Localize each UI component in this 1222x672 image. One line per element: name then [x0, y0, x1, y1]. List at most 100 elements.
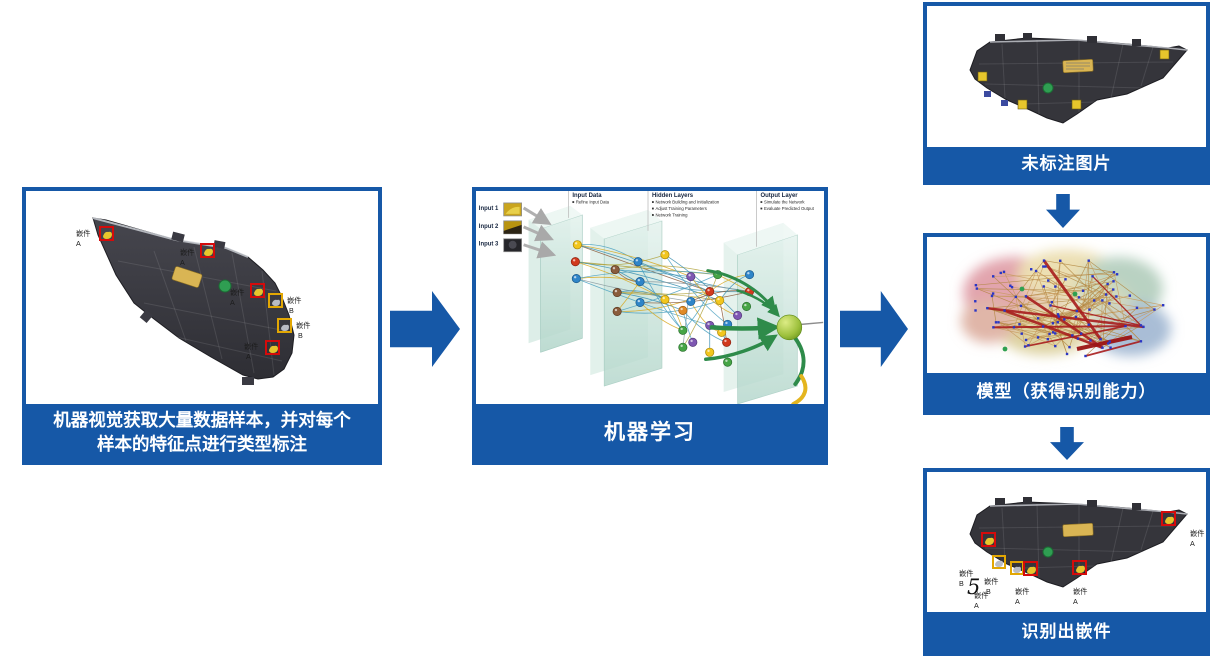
column-title: Input Data	[572, 193, 602, 199]
column-headers: Input Data Refine Input Data Hidden Laye…	[567, 191, 815, 247]
labeled-part-svg: 嵌件 A 嵌件 A 嵌件 A 嵌件 B 嵌件 B 嵌件 A	[76, 217, 310, 385]
panel-unlabeled-picture: 未标注图片	[923, 2, 1210, 185]
green-locator-dot	[1042, 546, 1054, 558]
column-bullet: Network Training	[655, 212, 688, 217]
annotation-markers	[99, 226, 292, 355]
annotation-markers	[981, 511, 1176, 576]
output-arrows	[703, 269, 806, 387]
marker-box-yellow	[992, 555, 1006, 569]
brain-network-nodes	[974, 259, 1165, 358]
insert-label: 嵌件	[984, 577, 998, 586]
caption-line: 模型（获得识别能力）	[976, 381, 1157, 401]
flow-arrow-right-2	[840, 291, 908, 367]
visible-inserts	[977, 49, 1170, 110]
labeled-part-image: 嵌件 A 嵌件 A 嵌件 A 嵌件 B 嵌件 B 嵌件 A	[26, 191, 378, 404]
marker-box-red	[1161, 511, 1176, 526]
recognized-part-image: 嵌件 A 嵌件 B 5 嵌件 B 嵌件 A 嵌件 A 嵌件 A	[927, 472, 1206, 612]
insert-type: A	[1073, 597, 1078, 606]
panel-model: 模型（获得识别能力）	[923, 233, 1210, 415]
green-locator-dot	[218, 279, 232, 293]
brain-model-image	[927, 237, 1206, 373]
column-bullet: Refine Input Data	[576, 200, 610, 205]
brain-model-svg	[961, 250, 1171, 358]
unlabeled-part-svg	[969, 33, 1188, 124]
insert-type: A	[1015, 597, 1020, 606]
column-bullet: Adjust Training Parameters	[655, 206, 706, 211]
flow-arrow-right-1	[390, 291, 460, 367]
insert-type: B	[289, 306, 294, 315]
caption-recognized: 识别出嵌件	[927, 612, 1206, 652]
caption-model: 模型（获得识别能力）	[927, 373, 1206, 411]
panel-machine-learning: Input Data Refine Input Data Hidden Laye…	[472, 187, 828, 465]
caption-labeled-samples: 机器视觉获取大量数据样本，并对每个 样本的特征点进行类型标注	[26, 404, 378, 461]
caption-line: 机器学习	[604, 420, 696, 444]
barcode-sticker	[1062, 522, 1094, 538]
marker-box-red	[200, 243, 215, 258]
output-neuron-sphere	[776, 314, 803, 341]
caption-line: 未标注图片	[1021, 153, 1112, 173]
trim-part-shape	[92, 217, 295, 385]
caption-line: 识别出嵌件	[1021, 621, 1112, 641]
annotation-labels: 嵌件 A 嵌件 A 嵌件 A 嵌件 B 嵌件 B 嵌件 A	[76, 229, 310, 361]
neural-network-svg: Input Data Refine Input Data Hidden Laye…	[479, 191, 824, 404]
insert-label: 嵌件	[1190, 529, 1204, 538]
insert-type: A	[1190, 539, 1195, 548]
marker-box-red	[250, 283, 265, 298]
insert-type: B	[298, 331, 303, 340]
insert-label: 嵌件	[230, 288, 244, 297]
barcode-sticker	[171, 266, 203, 288]
flow-arrow-down-2	[1050, 427, 1084, 460]
trim-part-shape	[969, 33, 1188, 124]
insert-label: 嵌件	[1015, 587, 1029, 596]
column-title: Output Layer	[760, 193, 798, 199]
marker-box-yellow	[277, 318, 292, 333]
insert-type: A	[974, 601, 979, 610]
input-thumbnails: Input 1 Input 2 Input 3	[479, 202, 557, 259]
recognized-part-svg: 嵌件 A 嵌件 B 5 嵌件 B 嵌件 A 嵌件 A 嵌件 A	[959, 497, 1204, 610]
caption-line: 机器视觉获取大量数据样本，并对每个	[53, 410, 351, 431]
feedback-arc	[791, 374, 808, 404]
marker-box-red	[265, 340, 280, 355]
panel-labeled-samples: 嵌件 A 嵌件 A 嵌件 A 嵌件 B 嵌件 B 嵌件 A 机器视觉获取大量数据…	[22, 187, 382, 465]
network-layer-slabs	[528, 205, 798, 404]
insert-type: A	[246, 352, 251, 361]
insert-type: A	[230, 298, 235, 307]
column-bullet: Simulate the Network	[764, 200, 805, 205]
insert-label: 嵌件	[76, 229, 90, 238]
annotation-labels: 嵌件 A 嵌件 B 5 嵌件 B 嵌件 A 嵌件 A 嵌件 A	[959, 529, 1204, 610]
input-label: Input 2	[479, 224, 499, 230]
input-label: Input 1	[479, 206, 499, 212]
insert-label: 嵌件	[959, 569, 973, 578]
green-locator-dot	[1042, 82, 1054, 94]
neuron-dots	[570, 240, 755, 367]
insert-type: A	[180, 258, 185, 267]
insert-label: 嵌件	[1073, 587, 1087, 596]
column-bullet: Network Building and Initialization	[655, 200, 719, 205]
input-label: Input 3	[479, 242, 499, 248]
panel-recognized-inserts: 嵌件 A 嵌件 B 5 嵌件 B 嵌件 A 嵌件 A 嵌件 A 识别出嵌件	[923, 468, 1210, 656]
caption-machine-learning: 机器学习	[476, 404, 824, 461]
caption-unlabeled: 未标注图片	[927, 147, 1206, 181]
caption-line: 样本的特征点进行类型标注	[97, 433, 307, 454]
brain-strong-connections	[987, 259, 1144, 357]
insert-label: 嵌件	[296, 321, 310, 330]
insert-label: 嵌件	[244, 342, 258, 351]
neural-network-image: Input Data Refine Input Data Hidden Laye…	[476, 191, 824, 404]
marker-box-red	[99, 226, 114, 241]
insert-type: B	[959, 579, 964, 588]
unlabeled-part-image	[927, 6, 1206, 147]
flow-arrow-down-1	[1046, 194, 1080, 228]
insert-type: B	[986, 587, 991, 596]
column-bullet: Evaluate Predicted Output	[764, 206, 815, 211]
marker-box-red	[981, 532, 996, 547]
insert-label: 嵌件	[287, 296, 301, 305]
stray-mark: 5	[967, 575, 980, 599]
column-title: Hidden Layers	[652, 193, 694, 199]
marker-box-yellow	[268, 293, 283, 308]
insert-label: 嵌件	[180, 248, 194, 257]
marker-box-red	[1023, 561, 1038, 576]
output-line	[801, 321, 824, 326]
marker-box-red	[1072, 560, 1087, 575]
insert-type: A	[76, 239, 81, 248]
